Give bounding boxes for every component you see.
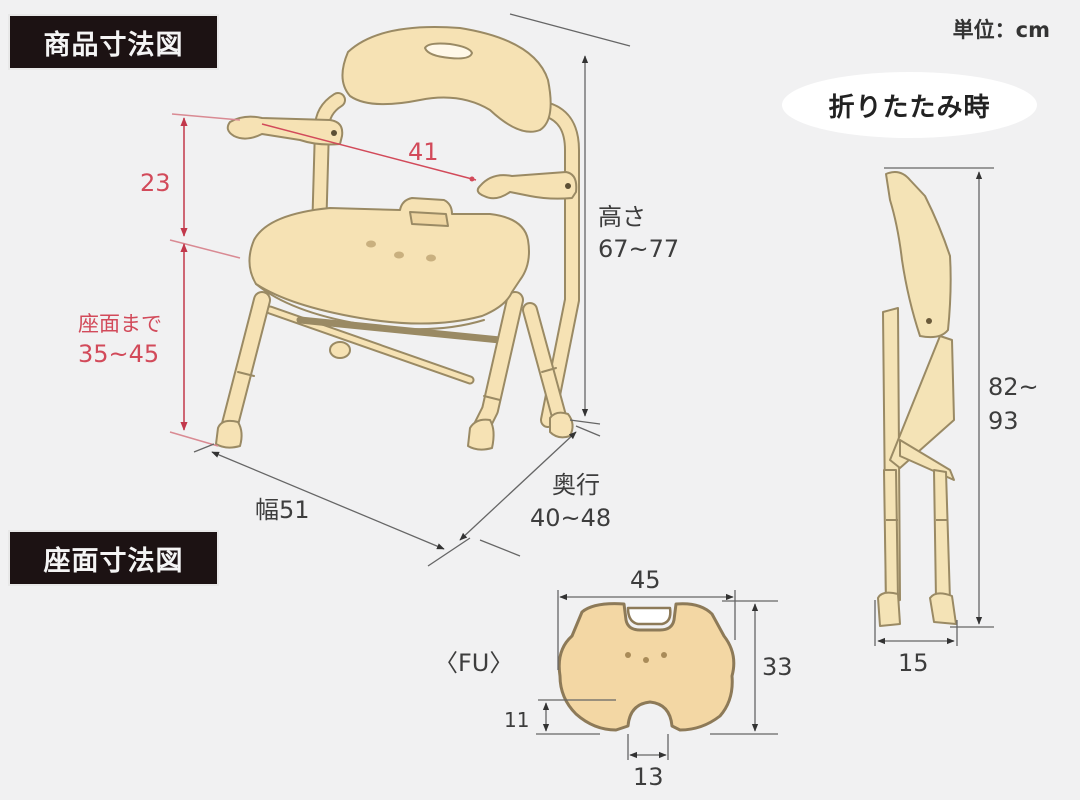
- seat-plan-dimension-lines: [536, 590, 778, 760]
- folded-width-label: 15: [898, 649, 929, 677]
- cutout-width-label: 13: [633, 763, 664, 791]
- seat-dimensions-heading: 座面寸法図: [10, 532, 217, 584]
- seat-depth-label: 33: [762, 653, 793, 681]
- product-dimensions-heading: 商品寸法図: [10, 16, 217, 68]
- shower-chair-illustration: [215, 26, 580, 451]
- armrest-width-label: 41: [408, 138, 439, 166]
- seat-plan-illustration: [557, 602, 736, 732]
- gray-dimension-lines: [193, 13, 631, 567]
- total-height-value: 67~77: [598, 235, 680, 263]
- seat-height-caption: 座面まで: [78, 312, 162, 336]
- folded-dimension-lines: [874, 167, 994, 646]
- red-dimension-lines: [169, 113, 477, 447]
- total-height-caption: 高さ: [598, 203, 646, 231]
- folded-chair-illustration: [877, 171, 957, 627]
- cutout-depth-label: 11: [504, 708, 530, 732]
- depth-value: 40~48: [530, 504, 612, 532]
- width-label: 幅51: [255, 496, 310, 524]
- depth-caption: 奥行: [552, 471, 600, 499]
- folded-height-line1: 82~: [988, 373, 1039, 401]
- unit-label: 単位：cm: [952, 18, 1050, 42]
- seat-height-value: 35~45: [78, 340, 160, 368]
- seat-width-label: 45: [630, 566, 661, 594]
- folded-height-line2: 93: [988, 407, 1019, 435]
- folded-heading: 折りたたみ時: [782, 72, 1037, 138]
- armrest-height-label: 23: [140, 169, 171, 197]
- seat-model-label: 〈FU〉: [434, 649, 514, 677]
